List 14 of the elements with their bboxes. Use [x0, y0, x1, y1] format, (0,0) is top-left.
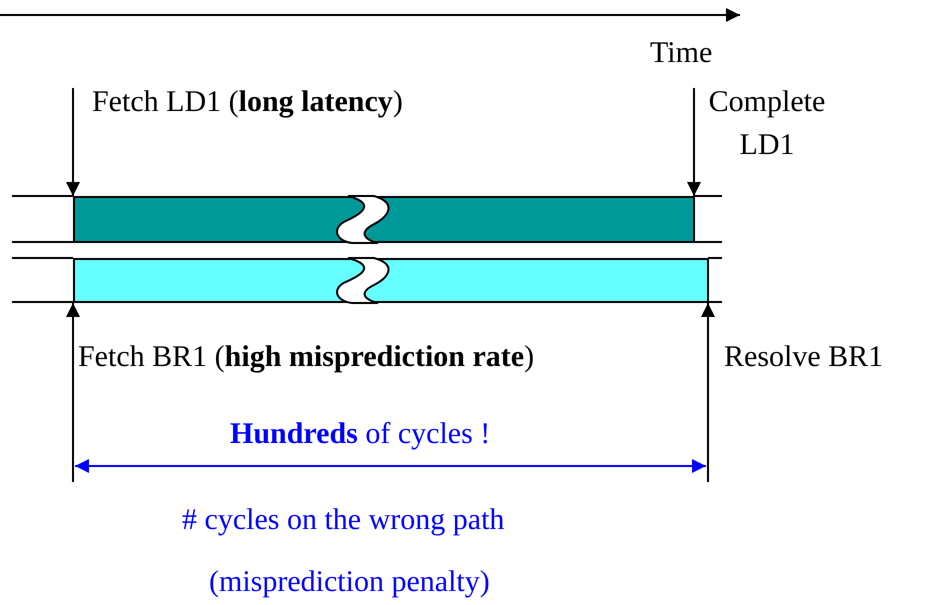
- timeline-bar: [73, 258, 709, 303]
- edge-label: Resolve BR1: [724, 340, 884, 374]
- arrow: [66, 88, 80, 196]
- dimension-label: Hundreds of cycles !: [230, 417, 490, 451]
- note-text: (misprediction penalty): [209, 565, 490, 599]
- arrow: [66, 303, 80, 482]
- arrow: [687, 88, 701, 196]
- axis-label: Time: [650, 36, 712, 70]
- edge-label: Complete LD1: [708, 84, 826, 163]
- note-text: # cycles on the wrong path: [182, 503, 504, 537]
- edge-label: Fetch LD1 (long latency): [92, 85, 403, 119]
- edge-label: Fetch BR1 (high misprediction rate): [78, 340, 534, 374]
- arrow: [701, 303, 715, 482]
- timeline-bar: [73, 196, 695, 243]
